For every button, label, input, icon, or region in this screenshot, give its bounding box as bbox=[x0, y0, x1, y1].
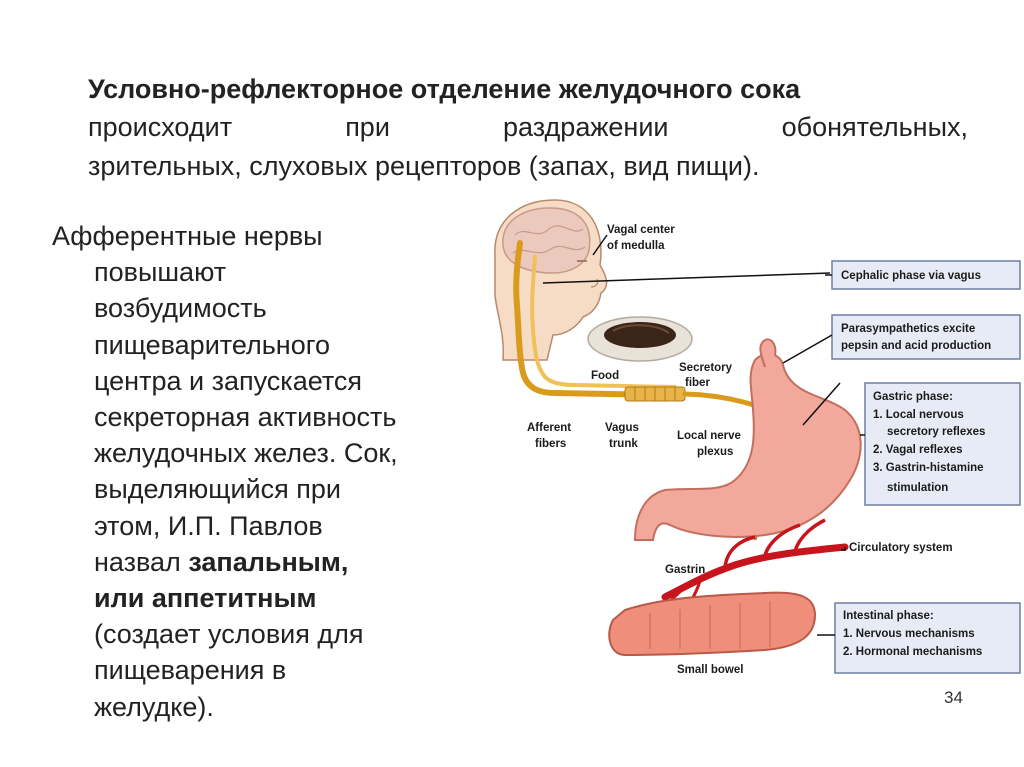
label-vagal-center: Vagal center bbox=[607, 224, 675, 236]
heading-line-2: происходит при раздражении обонятельных, bbox=[88, 108, 968, 146]
box-cephalic-phase: Cephalic phase via vagus bbox=[831, 260, 1021, 290]
digestion-diagram: Vagal center of medulla Food Secretory f… bbox=[465, 195, 1024, 695]
parasympathetics-text-2: pepsin and acid production bbox=[841, 340, 991, 352]
cephalic-phase-text: Cephalic phase via vagus bbox=[841, 270, 981, 282]
body-line-11: или аппетитным bbox=[52, 580, 492, 616]
body-paragraph: Афферентные нервы повышают возбудимость … bbox=[52, 218, 492, 725]
intestinal-phase-title: Intestinal phase: bbox=[843, 610, 934, 622]
label-fibers: fibers bbox=[535, 438, 566, 450]
label-trunk: trunk bbox=[609, 438, 638, 450]
secretory-nerve bbox=[530, 255, 677, 389]
gastric-phase-item: 2. Vagal reflexes bbox=[873, 444, 963, 456]
box-intestinal-phase: Intestinal phase: 1. Nervous mechanisms … bbox=[834, 602, 1021, 674]
box-parasympathetics: Parasympathetics excite pepsin and acid … bbox=[831, 314, 1021, 360]
heading-word: при bbox=[345, 112, 390, 143]
stomach-illustration bbox=[633, 353, 862, 541]
label-vagus: Vagus bbox=[605, 422, 639, 434]
label-secretory: Secretory bbox=[679, 362, 733, 374]
intestinal-phase-item: 1. Nervous mechanisms bbox=[843, 628, 975, 640]
page-number: 34 bbox=[944, 688, 963, 707]
label-circulatory-system: Circulatory system bbox=[849, 542, 953, 554]
heading-bold-line: Условно-рефлекторное отделение желудочно… bbox=[88, 74, 801, 104]
gastric-phase-item: 1. Local nervous bbox=[873, 409, 964, 421]
label-food: Food bbox=[591, 370, 619, 382]
body-line: центра и запускается bbox=[94, 365, 363, 396]
body-line: желудочных желез. Сок, bbox=[94, 438, 398, 469]
blood-vessel bbox=[661, 543, 849, 601]
body-line: этом, И.П. Павлов bbox=[94, 510, 323, 541]
body-line: Афферентные нервы bbox=[52, 221, 323, 251]
body-line: пищеварительного bbox=[94, 329, 330, 360]
gastric-phase-item: secretory reflexes bbox=[887, 426, 985, 438]
gastric-phase-title: Gastric phase: bbox=[873, 391, 953, 403]
body-line: пищеварения в bbox=[94, 655, 287, 686]
box-gastric-phase: Gastric phase: 1. Local nervous secretor… bbox=[864, 382, 1021, 506]
bold-term-appetitnym: или аппетитным bbox=[94, 583, 317, 614]
body-line: выделяющийся при bbox=[94, 474, 341, 505]
label-small-bowel: Small bowel bbox=[677, 664, 743, 676]
small-bowel-illustration bbox=[608, 591, 817, 657]
gastric-phase-item: stimulation bbox=[887, 482, 948, 494]
label-fiber: fiber bbox=[685, 377, 710, 389]
diagram-svg: Vagal center of medulla Food Secretory f… bbox=[494, 199, 1021, 676]
heading-line-3: зрительных, слуховых рецепторов (запах, … bbox=[88, 150, 760, 181]
gastric-phase-item: 3. Gastrin-histamine bbox=[873, 462, 984, 474]
body-line: секреторная активность bbox=[94, 402, 397, 433]
body-line-prefix: назвал bbox=[94, 546, 189, 577]
intestinal-phase-item: 2. Hormonal mechanisms bbox=[843, 646, 982, 658]
body-line-10: назвал запальным, bbox=[52, 544, 492, 580]
label-medulla: of medulla bbox=[607, 240, 665, 252]
label-gastrin: Gastrin bbox=[665, 564, 705, 576]
slide-heading: Условно-рефлекторное отделение желудочно… bbox=[88, 70, 968, 185]
bold-term-zapalnym: запальным, bbox=[188, 546, 349, 577]
label-plexus: plexus bbox=[697, 446, 733, 458]
body-line: желудке). bbox=[94, 691, 214, 722]
body-line: (создает условия для bbox=[94, 619, 364, 650]
body-line: возбудимость bbox=[94, 293, 267, 324]
body-line: повышают bbox=[94, 257, 227, 288]
label-afferent: Afferent bbox=[527, 422, 571, 434]
heading-word: обонятельных, bbox=[781, 112, 968, 143]
label-local-nerve: Local nerve bbox=[677, 430, 741, 442]
heading-word: раздражении bbox=[503, 112, 669, 143]
parasympathetics-text-1: Parasympathetics excite bbox=[841, 323, 975, 335]
heading-word: происходит bbox=[88, 112, 233, 143]
afferent-nerve bbox=[513, 240, 668, 398]
